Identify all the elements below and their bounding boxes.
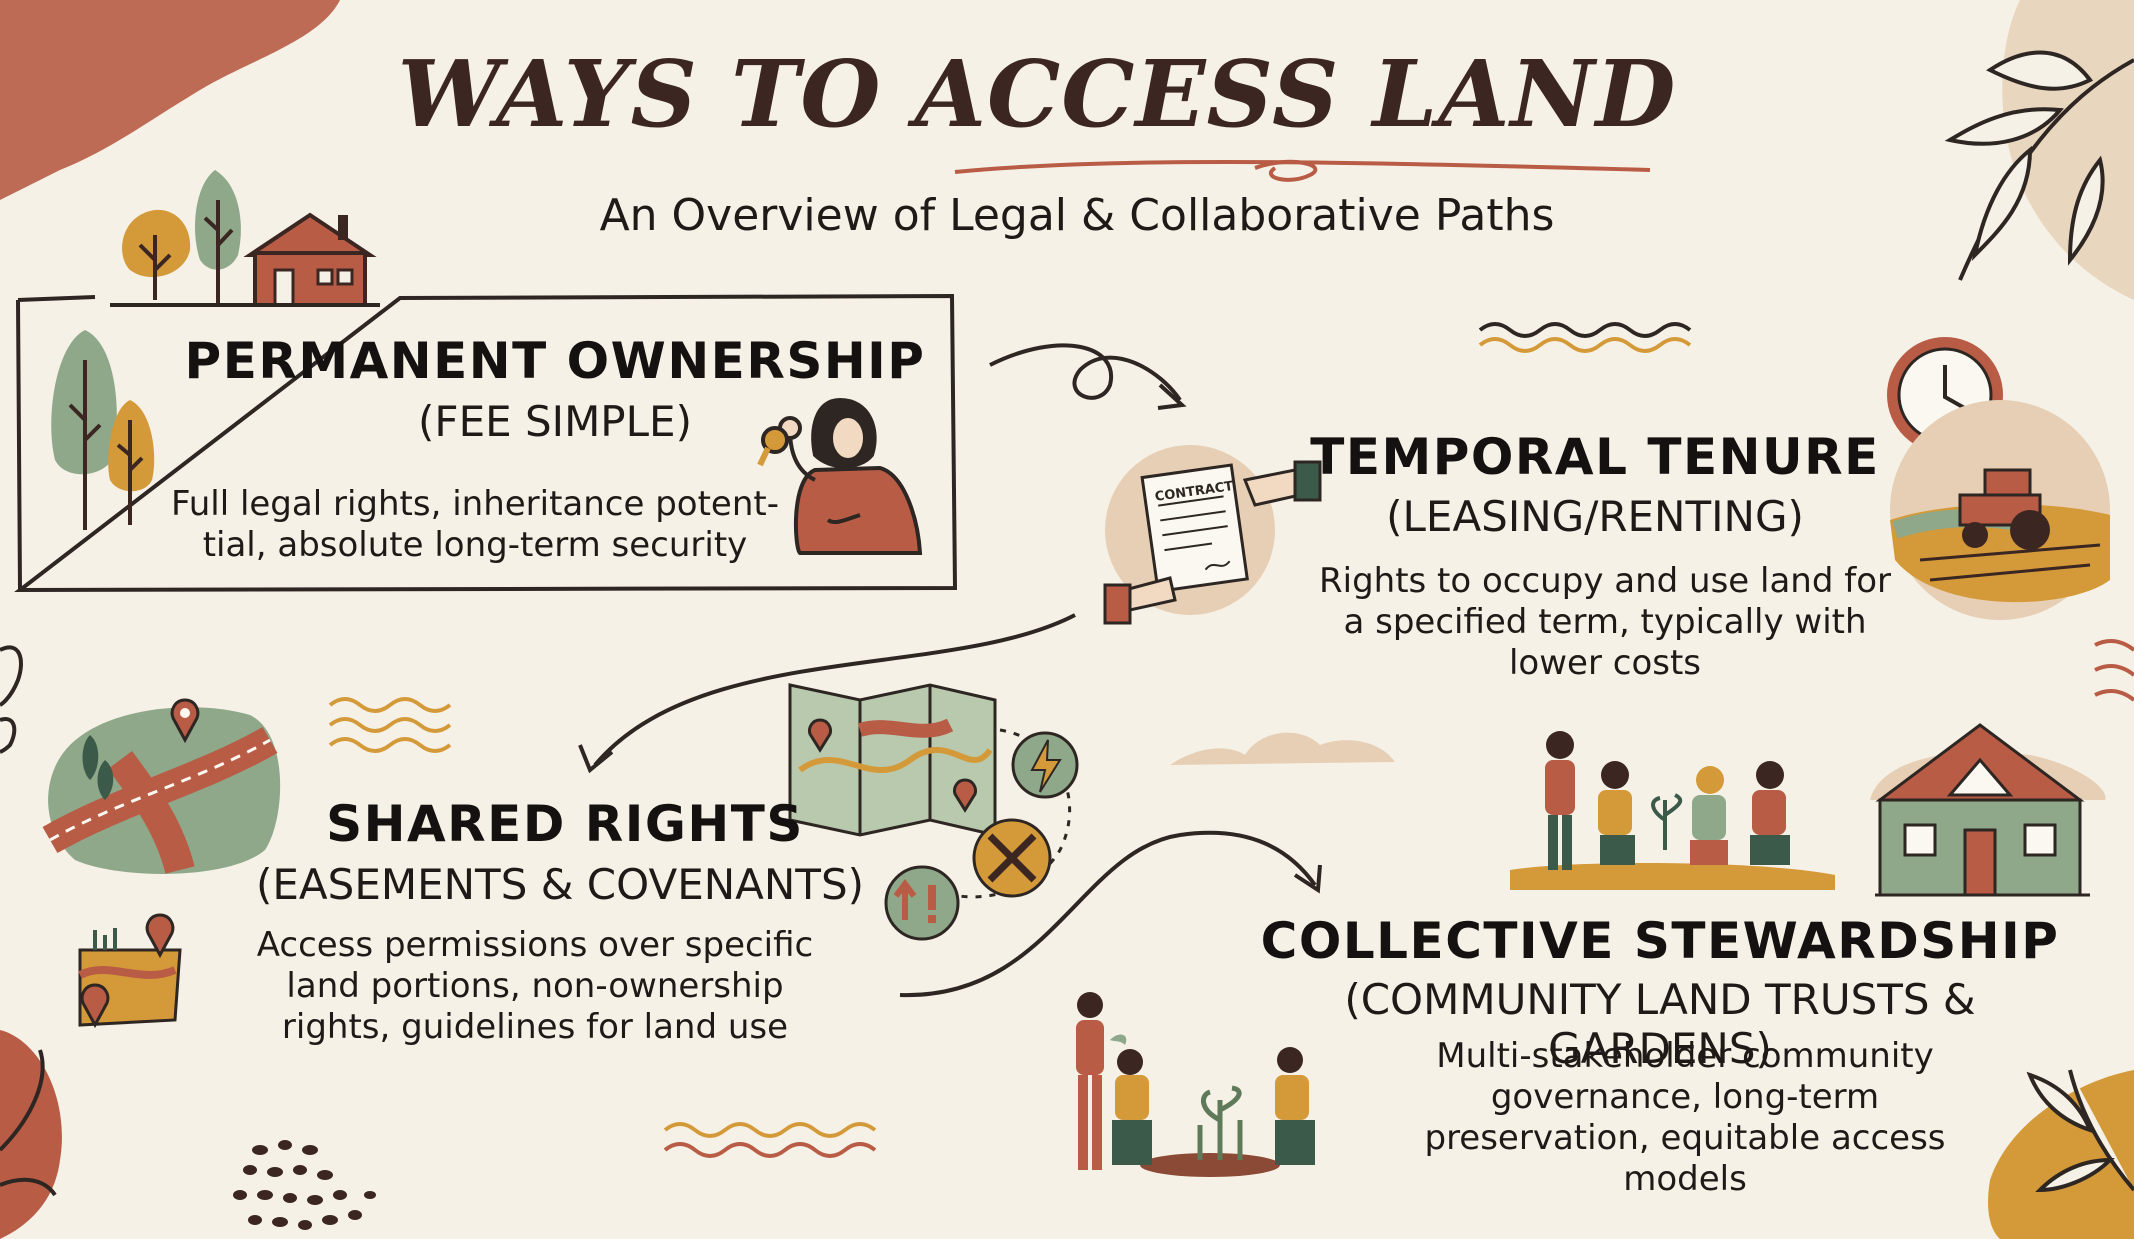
house-with-trees-icon <box>110 170 380 307</box>
temporal-subheading: (LEASING/RENTING) <box>1386 492 1804 541</box>
description-line: Full legal rights, inheritance potent- <box>171 484 779 524</box>
description-line: Multi-stakeholder community <box>1436 1036 1934 1076</box>
seed-dots-decoration <box>233 1140 376 1230</box>
page-title: WAYS TO ACCESS LAND <box>397 40 1677 148</box>
description-line: tial, absolute long-term security <box>202 525 748 565</box>
shared-description: Access permissions over specific land po… <box>220 925 850 1048</box>
community-house-icon <box>1870 723 2106 897</box>
leaf-bottom-right-icon <box>2026 1069 2134 1193</box>
description-line: Access permissions over specific <box>256 925 814 965</box>
corner-blob-bottom-right <box>1988 1070 2134 1239</box>
woman-holding-key-icon <box>757 397 923 555</box>
arrow-to-temporal-icon <box>989 343 1187 410</box>
permanent-subheading: (FEE SIMPLE) <box>418 397 692 446</box>
wavy-lines-top-right <box>1478 322 1692 353</box>
lightning-icon <box>1011 731 1079 799</box>
description-line: models <box>1623 1159 1747 1199</box>
corner-blob-bottom-left <box>0 1030 62 1239</box>
description-line: land portions, non-ownership <box>286 966 784 1006</box>
wavy-lines-bottom <box>663 1122 877 1158</box>
description-line: rights, guidelines for land use <box>281 1007 789 1047</box>
handshake-contract-icon <box>1103 445 1322 625</box>
collective-heading: COLLECTIVE STEWARDSHIP <box>1260 912 2060 970</box>
cloud-decoration <box>1170 732 1395 765</box>
title-underline <box>954 159 1651 182</box>
page-subtitle: An Overview of Legal & Collaborative Pat… <box>599 190 1555 241</box>
description-line: preservation, equitable access <box>1424 1118 1946 1158</box>
temporal-description: Rights to occupy and use land for a spec… <box>1290 561 1920 684</box>
arrow-to-shared-icon <box>578 613 1076 774</box>
description-line: Rights to occupy and use land for <box>1319 561 1891 601</box>
wavy-lines-mid-left <box>328 697 452 753</box>
shared-heading: SHARED RIGHTS <box>326 795 804 853</box>
trees-icon <box>51 330 155 530</box>
map-pins-icon <box>78 913 182 1029</box>
permanent-heading: PERMANENT OWNERSHIP <box>184 332 926 390</box>
folded-map-icon <box>788 683 997 837</box>
crossroads-map-icon <box>42 698 281 874</box>
description-line: a specified term, typically with <box>1343 602 1867 642</box>
description-line: lower costs <box>1508 643 1701 683</box>
shared-subheading: (EASEMENTS & COVENANTS) <box>256 860 864 909</box>
people-planting-icon <box>1076 992 1315 1177</box>
description-line: governance, long-term <box>1490 1077 1880 1117</box>
leaf-branch-top-right-icon <box>1944 50 2134 281</box>
exclamation-icon <box>884 865 960 941</box>
community-gardeners-icon <box>1510 731 1835 890</box>
temporal-heading: TEMPORAL TENURE <box>1310 428 1880 486</box>
dashed-ring <box>914 728 1072 899</box>
leaf-left-edge-icon <box>0 645 23 754</box>
wavy-lines-right-edge <box>2094 639 2134 702</box>
corner-splash-top-left <box>0 0 340 200</box>
collective-subheading: (COMMUNITY LAND TRUSTS & GARDENS) <box>1344 975 1976 1073</box>
tools-icon <box>972 818 1052 898</box>
leaf-bottom-left-icon <box>0 1049 57 1197</box>
permanent-ownership-frame <box>14 293 958 593</box>
permanent-description: Full legal rights, inheritance potent- t… <box>150 484 800 566</box>
arrow-to-collective-icon <box>899 830 1322 998</box>
tractor-field-icon <box>1890 400 2110 620</box>
collective-description: Multi-stakeholder community governance, … <box>1380 1036 1990 1200</box>
